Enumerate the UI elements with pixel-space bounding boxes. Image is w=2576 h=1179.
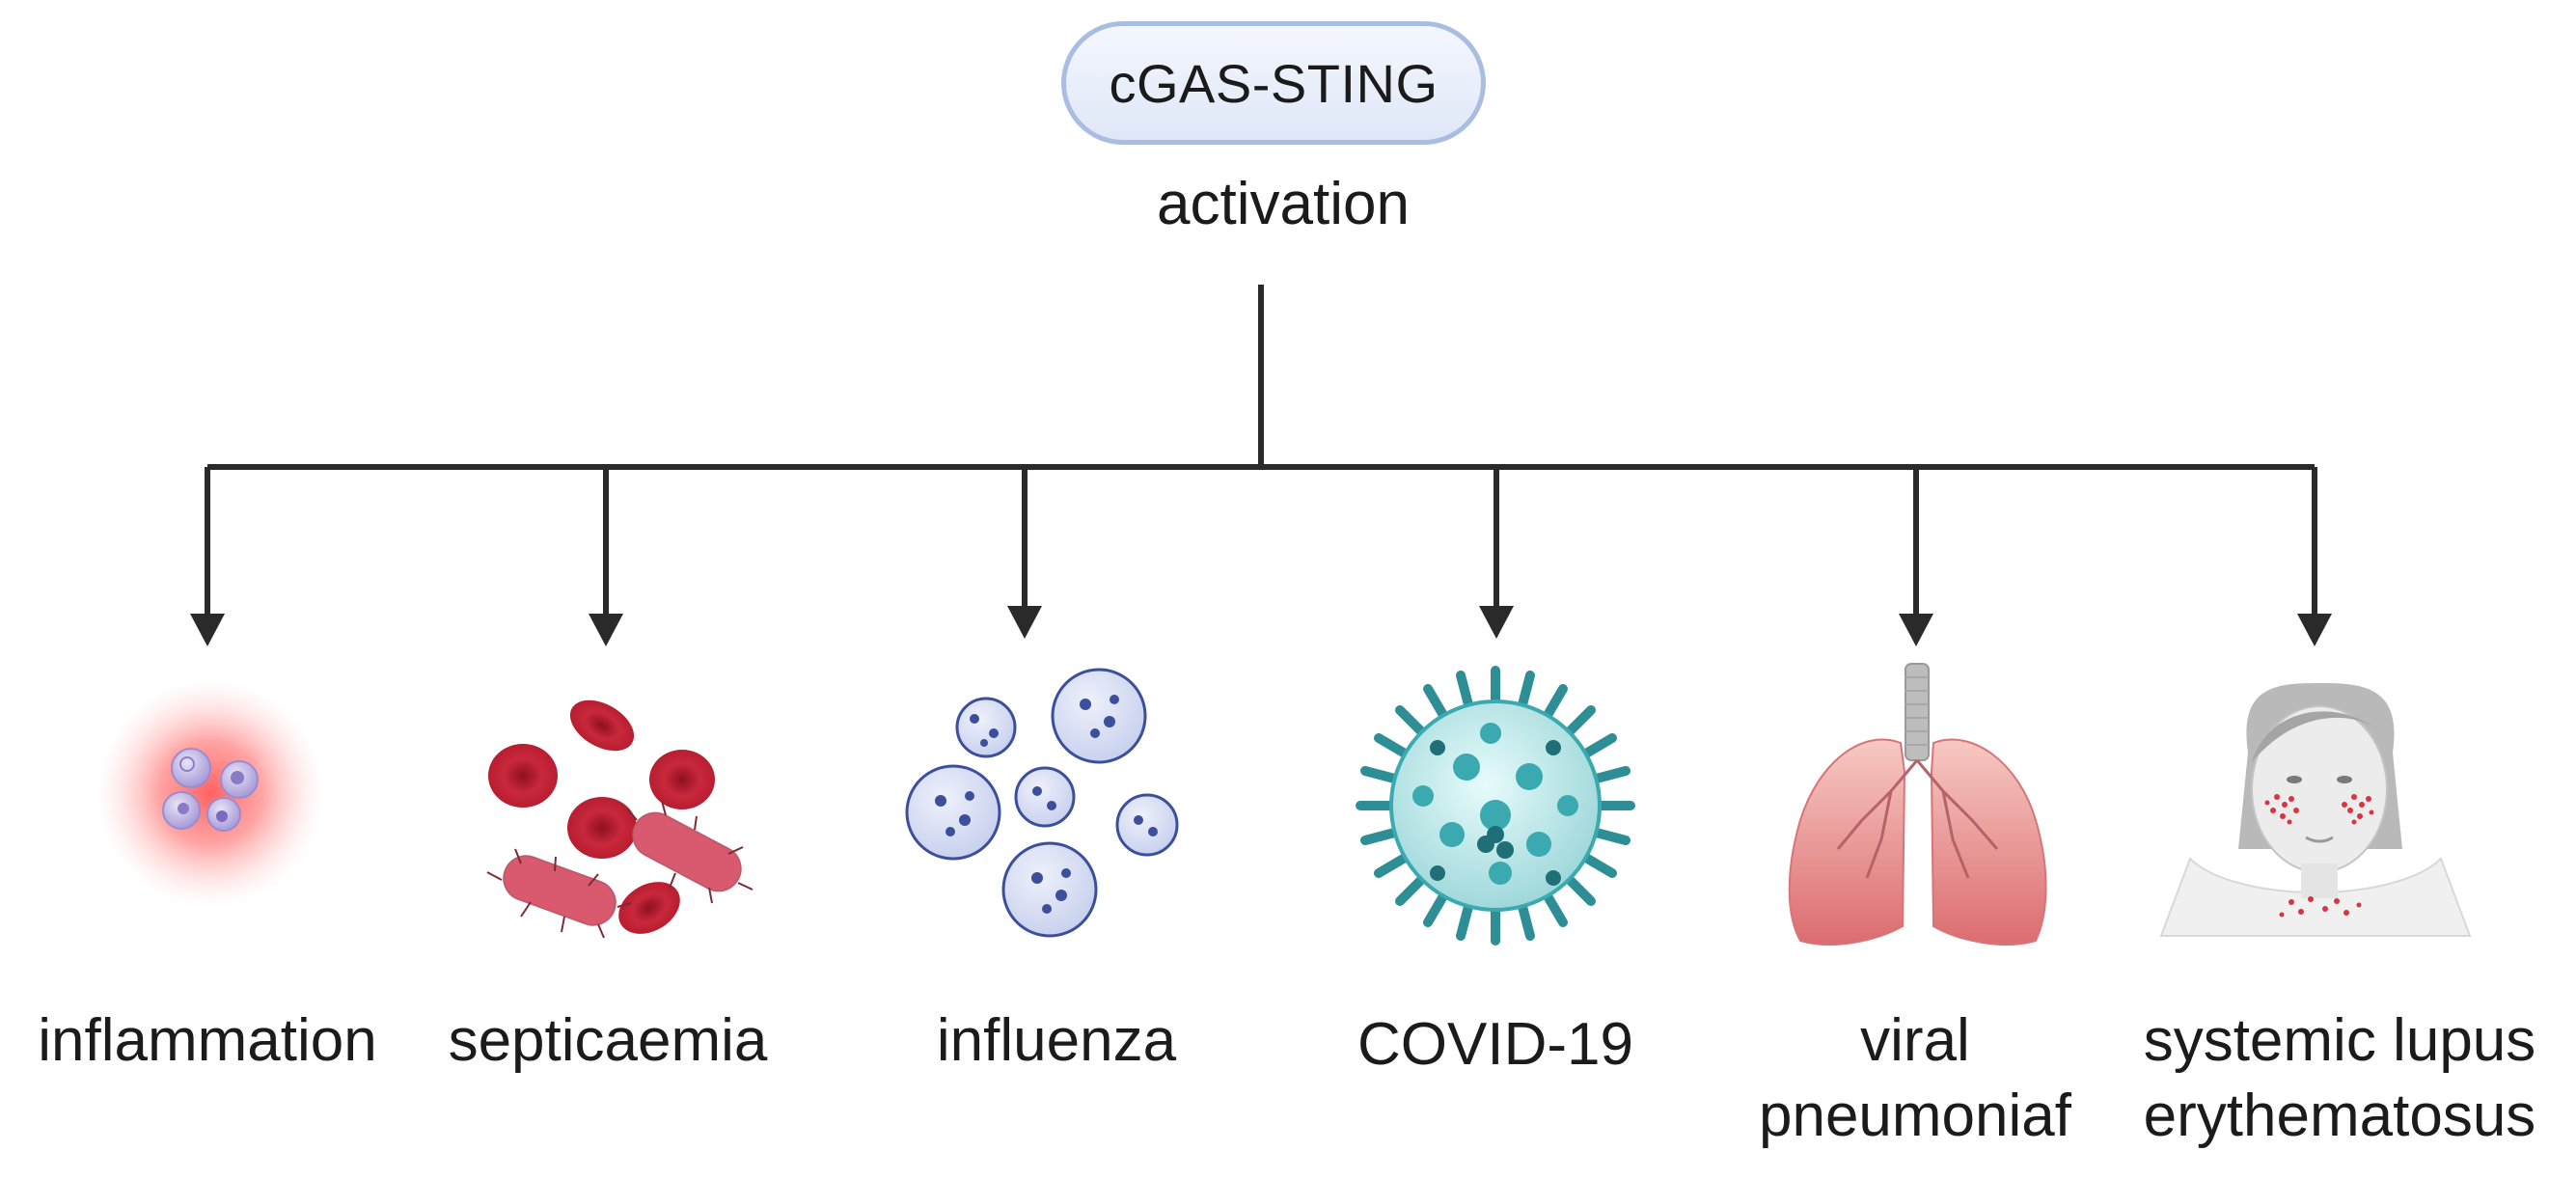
root-label: cGAS-STING (1109, 52, 1439, 114)
arrowhead-sle (2297, 614, 2332, 646)
label-inflammation: inflammation (38, 1007, 377, 1074)
arrowhead-covid (1479, 606, 1514, 639)
arrowhead-influenza (1007, 606, 1042, 639)
influenza-virus-icon (905, 668, 1179, 938)
label-viral-pneumonia: viral pneumoniaf (1758, 1007, 2072, 1149)
label-sle: systemic lupus erythematosus (2143, 1007, 2536, 1149)
arrowhead-septicaemia (589, 614, 623, 646)
root-sub-label: activation (1157, 171, 1410, 237)
inflammation-cells-icon (96, 679, 324, 907)
coronavirus-icon (1356, 666, 1635, 946)
label-covid: COVID-19 (1357, 1011, 1633, 1078)
root-node: cGAS-STING (1061, 21, 1486, 145)
bacteria-blood-cells-icon (486, 699, 754, 939)
label-septicaemia: septicaemia (448, 1007, 768, 1074)
arrowhead-inflammation (190, 614, 225, 646)
branch-arrows (190, 467, 2332, 646)
lungs-icon (1788, 663, 2047, 946)
lupus-face-icon (2159, 683, 2472, 937)
arrowhead-viral-pneumonia (1899, 614, 1933, 646)
label-influenza: influenza (936, 1007, 1177, 1074)
